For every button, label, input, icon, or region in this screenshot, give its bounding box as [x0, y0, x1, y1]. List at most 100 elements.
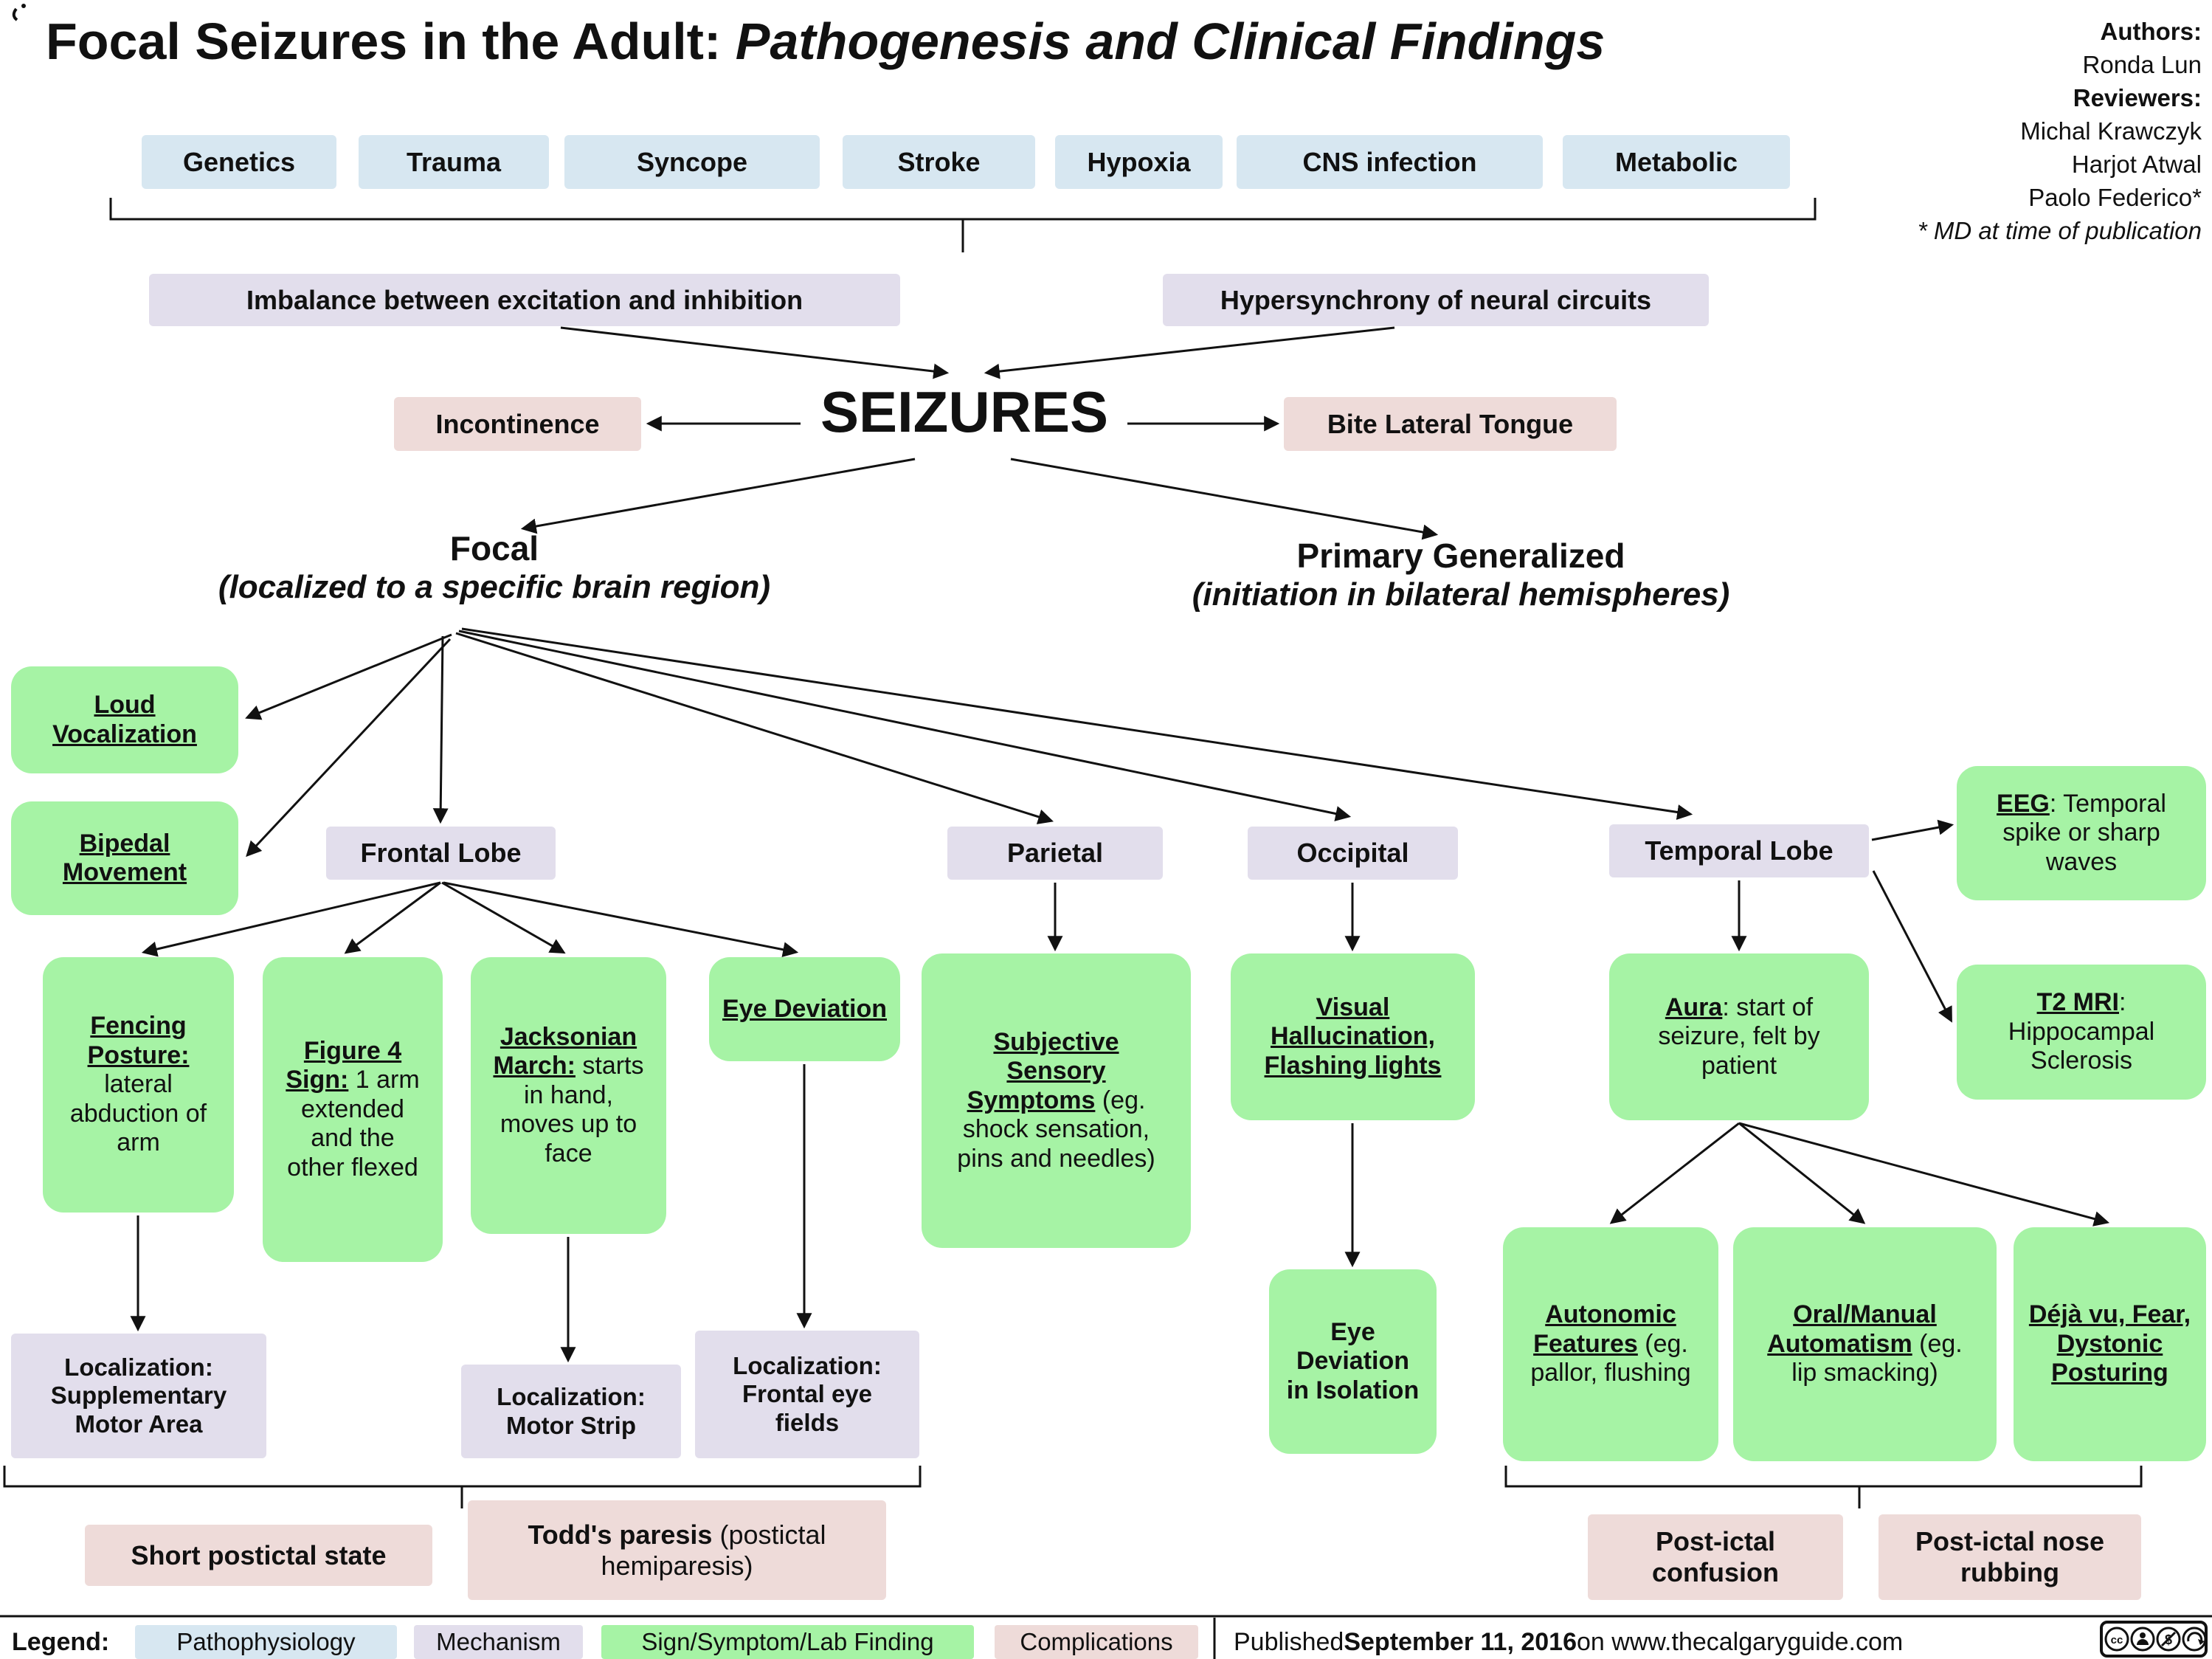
cc-icon	[2104, 1627, 2129, 1652]
branch-generalized: Primary Generalized (initiation in bilat…	[1136, 536, 1786, 614]
etiology-bracket	[109, 198, 1817, 221]
arrow-frontal-eye-deviation	[443, 881, 799, 958]
finding-eeg: EEG: Temporal spike or sharp waves	[1957, 766, 2206, 900]
temporal-postictal-bracket	[1504, 1466, 2143, 1488]
arrow-focal-temporal	[461, 627, 1693, 820]
authors-label: Authors:	[2100, 18, 2202, 45]
finding-t2-mri: T2 MRI: Hippocampal Sclerosis	[1957, 965, 2206, 1100]
arrow-seizures-focal	[520, 458, 916, 534]
page-title-regular: Focal Seizures in the Adult:	[46, 13, 736, 70]
legend-pathophysiology: Pathophysiology	[135, 1625, 397, 1659]
credits-block: Authors: Ronda Lun Reviewers: Michal Kra…	[1918, 15, 2202, 247]
arrow-temporal-mri	[1872, 870, 1952, 1023]
lobe-temporal: Temporal Lobe	[1609, 824, 1869, 877]
lobe-occipital: Occipital	[1248, 827, 1458, 880]
legend-label: Legend:	[12, 1627, 110, 1656]
autonomic-head: Autonomic Features	[1533, 1300, 1676, 1358]
etiology-syncope: Syncope	[564, 135, 820, 189]
localization-motor-strip: Localization: Motor Strip	[461, 1365, 681, 1458]
jacksonian-head: Jacksonian March:	[493, 1022, 637, 1080]
arrow-frontal-figure4	[344, 881, 441, 954]
arrow-imbalance-seizures	[560, 326, 950, 379]
credits-footnote: * MD at time of publication	[1917, 217, 2202, 244]
page-title: Focal Seizures in the Adult: Pathogenesi…	[46, 12, 1605, 71]
arrow-focal-parietal	[455, 632, 1054, 824]
arrow-frontal-jacksonian	[441, 881, 566, 954]
complication-short-postictal-state: Short postictal state	[85, 1525, 432, 1586]
cc-by-icon	[2130, 1627, 2155, 1652]
finding-bipedal-movement: Bipedal Movement	[11, 801, 238, 915]
aura-body: : start of seizure, felt by patient	[1658, 993, 1820, 1080]
etiology-stroke: Stroke	[843, 135, 1035, 189]
arrow-focal-bipedal	[246, 638, 452, 858]
legend-sign-symptom: Sign/Symptom/Lab Finding	[601, 1625, 974, 1659]
frontal-postictal-bracket	[3, 1466, 922, 1488]
finding-figure4-sign: Figure 4 Sign: 1 arm extended and the ot…	[263, 957, 443, 1262]
mechanism-hypersynchrony: Hypersynchrony of neural circuits	[1163, 274, 1709, 326]
complication-todds-paresis: Todd's paresis (postictal hemiparesis)	[468, 1500, 886, 1600]
arrow-frontal-fencing	[141, 881, 441, 957]
finding-loud-vocalization: Loud Vocalization	[11, 666, 238, 773]
etiology-genetics: Genetics	[142, 135, 336, 189]
reviewer-name: Harjot Atwal	[2071, 151, 2202, 178]
complication-postictal-nose-rubbing: Post-ictal nose rubbing	[1879, 1514, 2141, 1600]
arrow-aura-dejavu	[1738, 1122, 2110, 1227]
focal-name: Focal	[449, 529, 539, 568]
finding-oral-manual-automatism: Oral/Manual Automatism (eg. lip smacking…	[1733, 1227, 1997, 1461]
lobe-frontal: Frontal Lobe	[326, 827, 556, 880]
finding-aura: Aura: start of seizure, felt by patient	[1609, 953, 1869, 1120]
oral-head: Oral/Manual Automatism	[1767, 1300, 1937, 1358]
subjective-body: (eg. shock sensation, pins and needles)	[957, 1086, 1155, 1173]
arrow-seizures-generalized	[1010, 458, 1439, 540]
legend-complications: Complications	[995, 1625, 1198, 1659]
finding-deja-vu: Déjà vu, Fear, Dystonic Posturing	[2014, 1227, 2206, 1461]
autonomic-body: (eg. pallor, flushing	[1530, 1329, 1691, 1387]
etiology-hypoxia: Hypoxia	[1055, 135, 1223, 189]
arrow-aura-autonomic	[1609, 1122, 1740, 1224]
cc-nc-icon	[2156, 1627, 2181, 1652]
reviewers-label: Reviewers:	[2073, 84, 2202, 111]
published-line: Published September 11, 2016 on www.thec…	[1234, 1625, 1903, 1659]
todds-head: Todd's paresis	[528, 1519, 713, 1550]
finding-visual-hallucination: Visual Hallucination, Flashing lights	[1231, 953, 1475, 1120]
cc-sa-icon	[2182, 1627, 2207, 1652]
aura-head: Aura	[1665, 993, 1723, 1021]
svg-text:cc: cc	[2111, 1634, 2123, 1646]
published-date: September 11, 2016	[1344, 1627, 1577, 1656]
subjective-head: Subjective Sensory Symptoms	[967, 1027, 1119, 1114]
arrow-temporal-eeg	[1871, 819, 1954, 841]
mri-head: T2 MRI	[2036, 988, 2119, 1017]
etiology-cns-infection: CNS infection	[1237, 135, 1543, 189]
etiology-trauma: Trauma	[359, 135, 549, 189]
generalized-name: Primary Generalized	[1296, 537, 1625, 575]
mechanism-imbalance: Imbalance between excitation and inhibit…	[149, 274, 900, 326]
fencing-head: Fencing Posture:	[87, 1012, 190, 1069]
figure4-body: 1 arm extended and the other flexed	[287, 1066, 420, 1182]
finding-subjective-sensory: Subjective Sensory Symptoms (eg. shock s…	[922, 953, 1191, 1248]
finding-autonomic-features: Autonomic Features (eg. pallor, flushing	[1503, 1227, 1718, 1461]
arrow-focal-frontal	[432, 635, 449, 824]
todds-body: (postictal hemiparesis)	[601, 1519, 826, 1581]
legend-bar: Legend: Pathophysiology Mechanism Sign/S…	[0, 1616, 2212, 1659]
arrow-hypersynchrony-seizures	[984, 326, 1395, 379]
complication-bite-lateral-tongue: Bite Lateral Tongue	[1284, 397, 1617, 451]
jacksonian-body: starts in hand, moves up to face	[500, 1052, 644, 1167]
published-prefix: Published	[1234, 1627, 1344, 1656]
fencing-body: lateral abduction of arm	[69, 1070, 207, 1157]
focal-desc: (localized to a specific brain region)	[218, 569, 771, 606]
localization-frontal-eye-fields: Localization: Frontal eye fields	[695, 1331, 919, 1458]
oral-body: (eg. lip smacking)	[1791, 1329, 1963, 1387]
generalized-desc: (initiation in bilateral hemispheres)	[1192, 576, 1730, 613]
figure4-head: Figure 4 Sign:	[286, 1036, 402, 1094]
lobe-parietal: Parietal	[947, 827, 1163, 880]
complication-postictal-confusion: Post-ictal confusion	[1588, 1514, 1843, 1600]
reviewer-name: Paolo Federico*	[2028, 184, 2202, 211]
author-name: Ronda Lun	[2082, 51, 2202, 78]
etiology-metabolic: Metabolic	[1563, 135, 1790, 189]
complication-incontinence: Incontinence	[394, 397, 641, 451]
legend-mechanism: Mechanism	[414, 1625, 583, 1659]
localization-supplementary-motor-area: Localization: Supplementary Motor Area	[11, 1334, 266, 1458]
published-suffix: on www.thecalgaryguide.com	[1577, 1627, 1904, 1656]
